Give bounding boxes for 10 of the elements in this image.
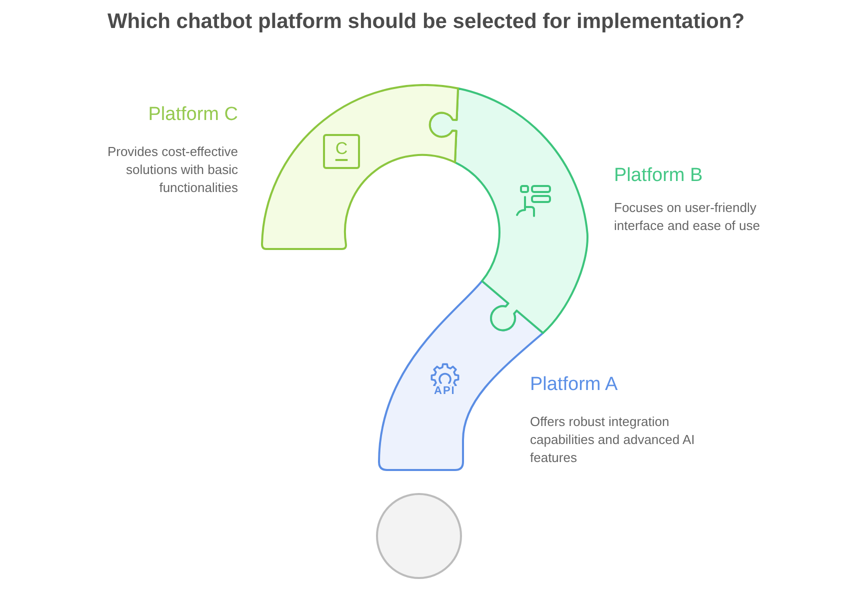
platform-heading: Platform B bbox=[614, 165, 703, 187]
letter-tile: C bbox=[323, 134, 360, 169]
platform-heading: Platform A bbox=[530, 374, 618, 396]
platform-description: Provides cost-effective solutions with basic functionalities bbox=[106, 143, 238, 197]
question-mark-dot bbox=[376, 493, 462, 579]
platform-description: Offers robust integration capabilities and advanced AI features bbox=[530, 413, 696, 467]
title: Which chatbot platform should be selected for implementation? bbox=[107, 9, 745, 35]
platform-description: Focuses on user-friendly interface and ease of use bbox=[614, 199, 761, 235]
gear-caption: API bbox=[434, 385, 456, 398]
platform-heading: Platform C bbox=[148, 104, 238, 126]
